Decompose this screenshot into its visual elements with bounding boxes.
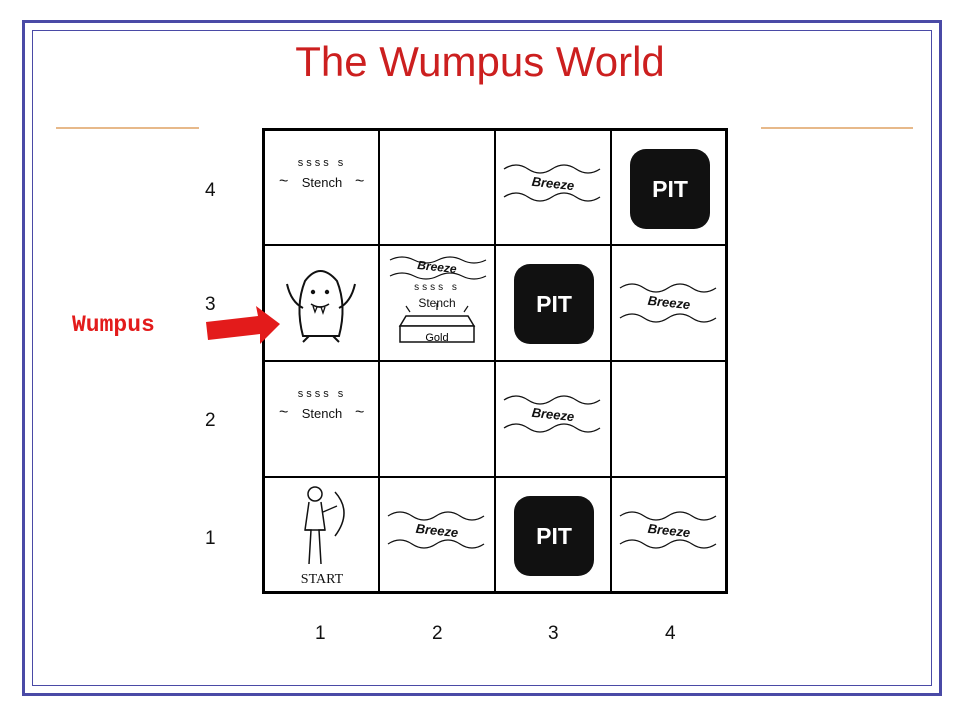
stench-lines-icon: ssss s — [297, 157, 347, 169]
pit: PIT — [514, 264, 594, 344]
breeze-wave-icon — [503, 164, 601, 202]
row-label-4: 4 — [205, 180, 216, 201]
stench-wave-icon: ~ — [355, 404, 365, 421]
cell-4-3: Breeze — [612, 246, 726, 360]
breeze-wave-icon — [387, 511, 485, 549]
cell-2-2 — [380, 362, 494, 476]
breeze-wave-icon — [619, 283, 717, 323]
gold-percept: Gold — [425, 332, 449, 344]
cell-2-1: Breeze — [380, 478, 494, 592]
wumpus-grid: ~ ~ ssss s Stench Breeze PIT Br — [262, 128, 728, 594]
wumpus-monster-icon — [286, 270, 356, 343]
pit: PIT — [630, 149, 710, 229]
red-arrow-icon — [206, 306, 280, 344]
cell-3-4: Breeze — [496, 131, 610, 245]
breeze-wave-icon — [503, 395, 601, 433]
grid-line — [265, 244, 725, 246]
cell-1-1: START — [265, 478, 379, 592]
stench-wave-icon: ~ — [279, 404, 289, 421]
cell-3-2: Breeze — [496, 362, 610, 476]
cell-4-4: PIT — [612, 131, 726, 245]
cell-2-4 — [380, 131, 494, 245]
title-rule-left — [56, 127, 199, 129]
cell-4-1: Breeze — [612, 478, 726, 592]
title-rule-right — [761, 127, 913, 129]
col-label-2: 2 — [432, 623, 443, 644]
agent-archer-icon — [304, 486, 345, 565]
stench-wave-icon: ~ — [355, 173, 365, 190]
stench-lines-icon: ssss s — [297, 388, 347, 400]
row-label-3: 3 — [205, 294, 216, 315]
col-label-3: 3 — [548, 623, 559, 644]
cell-2-3: Breeze ssss s Stench Gold — [380, 246, 494, 360]
grid-line — [265, 360, 725, 362]
cell-1-4: ~ ~ ssss s Stench — [265, 131, 379, 245]
gold-bar-icon — [398, 303, 476, 343]
col-label-1: 1 — [315, 623, 326, 644]
col-label-4: 4 — [665, 623, 676, 644]
grid-line — [265, 476, 725, 478]
slide-title: The Wumpus World — [295, 38, 665, 85]
breeze-wave-icon — [619, 511, 717, 549]
start-label: START — [300, 572, 344, 587]
cell-3-1: PIT — [496, 478, 610, 592]
cell-1-3 — [265, 246, 379, 360]
stench-percept: Stench — [301, 406, 343, 421]
stench-lines-icon: ssss s — [414, 282, 460, 293]
slide-inner-border — [32, 30, 932, 686]
wumpus-label: Wumpus — [72, 312, 155, 338]
row-label-2: 2 — [205, 410, 216, 431]
cell-1-2: ~ ~ ssss s Stench — [265, 362, 379, 476]
breeze-wave-icon — [389, 256, 487, 280]
slide-outer-border — [22, 20, 942, 696]
cell-4-2 — [612, 362, 726, 476]
pit: PIT — [514, 496, 594, 576]
stench-percept: Stench — [301, 175, 343, 190]
cell-3-3: PIT — [496, 246, 610, 360]
stench-wave-icon: ~ — [279, 173, 289, 190]
row-label-1: 1 — [205, 528, 216, 549]
